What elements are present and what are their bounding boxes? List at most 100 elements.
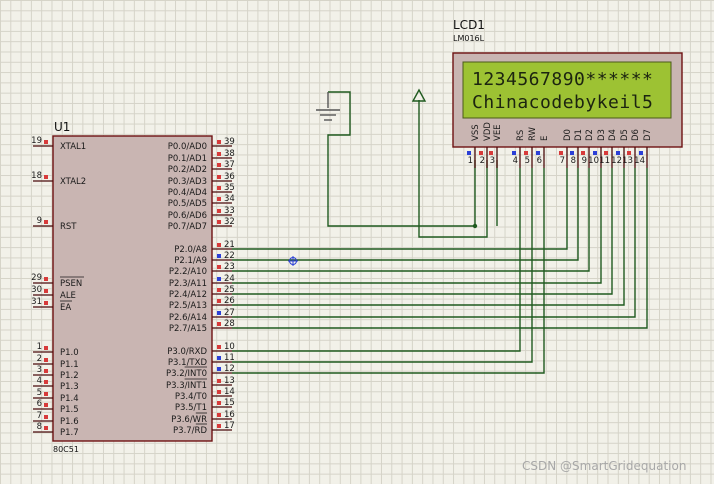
pin-number: 14: [634, 156, 645, 166]
pin-number: 4: [37, 376, 42, 386]
pin-label: P2.5/A13: [169, 301, 207, 311]
pin-number: 4: [513, 156, 518, 166]
pin-number: 2: [37, 354, 42, 364]
lcd-pin-5[interactable]: 5RW: [524, 126, 538, 168]
pin-label: P1.6: [60, 417, 79, 427]
pin-label: P0.5/AD5: [168, 199, 207, 209]
pin-number: 18: [31, 171, 42, 181]
mcu-pin-5[interactable]: 5P1.4: [33, 388, 79, 404]
lcd-pin-9[interactable]: 9D2: [581, 129, 595, 168]
pin-number: 9: [582, 156, 587, 166]
pin-number: 34: [224, 194, 235, 204]
mcu-pin-6[interactable]: 6P1.5: [33, 399, 79, 415]
pin-number: 8: [571, 156, 576, 166]
pin-label: P1.0: [60, 348, 79, 358]
mcu-pin-4[interactable]: 4P1.3: [33, 376, 79, 392]
pin-label: VSS: [471, 124, 481, 141]
mcu-pin-1[interactable]: 1P1.0: [33, 342, 79, 358]
mcu-pin-3[interactable]: 3P1.2: [33, 365, 79, 381]
pin-label: P2.1/A9: [174, 256, 207, 266]
pin-label: P2.0/A8: [174, 245, 207, 255]
pin-number: 7: [37, 411, 42, 421]
probe-marker[interactable]: [288, 256, 298, 266]
pin-number: 14: [224, 387, 235, 397]
mcu-body[interactable]: [52, 135, 213, 442]
mcu-pin-2[interactable]: 2P1.1: [33, 354, 79, 370]
pin-number: 3: [37, 365, 42, 375]
pin-label: P3.4/T0: [175, 392, 207, 402]
pin-label: D1: [574, 129, 584, 141]
mcu-pin-8[interactable]: 8P1.7: [33, 422, 79, 438]
lcd-pin-6[interactable]: 6E: [536, 136, 550, 168]
pin-number: 5: [37, 388, 42, 398]
lcd-screen: [462, 61, 672, 119]
pin-number: 16: [224, 410, 235, 420]
pin-label: P1.5: [60, 405, 79, 415]
pin-number: 11: [224, 353, 235, 363]
pin-label: VEE: [493, 124, 503, 141]
pin-label: D0: [563, 129, 573, 141]
pin-number: 39: [224, 137, 235, 147]
lcd-ref: LCD1: [453, 18, 485, 32]
pin-number: 10: [588, 156, 599, 166]
pin-number: 12: [611, 156, 622, 166]
pin-number: 5: [525, 156, 530, 166]
pin-label: ALE: [60, 291, 76, 301]
pin-number: 22: [224, 251, 235, 261]
mcu-pin-7[interactable]: 7P1.6: [33, 411, 79, 427]
pin-label: P0.6/AD6: [168, 211, 207, 221]
pin-number: 26: [224, 296, 235, 306]
lcd-pin-8[interactable]: 8 D1: [570, 129, 584, 168]
pin-number: 7: [560, 156, 565, 166]
pin-label: RS: [516, 130, 526, 141]
lcd-module[interactable]: 1234567890****** Chinacodebykeil5: [452, 52, 683, 148]
pin-number: 17: [224, 421, 235, 431]
mcu-right-pins: 39P0.0/AD038P0.1/AD137P0.2/AD236P0.3/AD3…: [166, 137, 235, 436]
pin-number: 31: [31, 297, 42, 307]
pin-number: 6: [537, 156, 542, 166]
pin-label: XTAL2: [60, 177, 86, 187]
lcd-pin-7[interactable]: 7 D0: [559, 129, 573, 168]
lcd-pin-4[interactable]: 4 RS: [512, 130, 526, 168]
